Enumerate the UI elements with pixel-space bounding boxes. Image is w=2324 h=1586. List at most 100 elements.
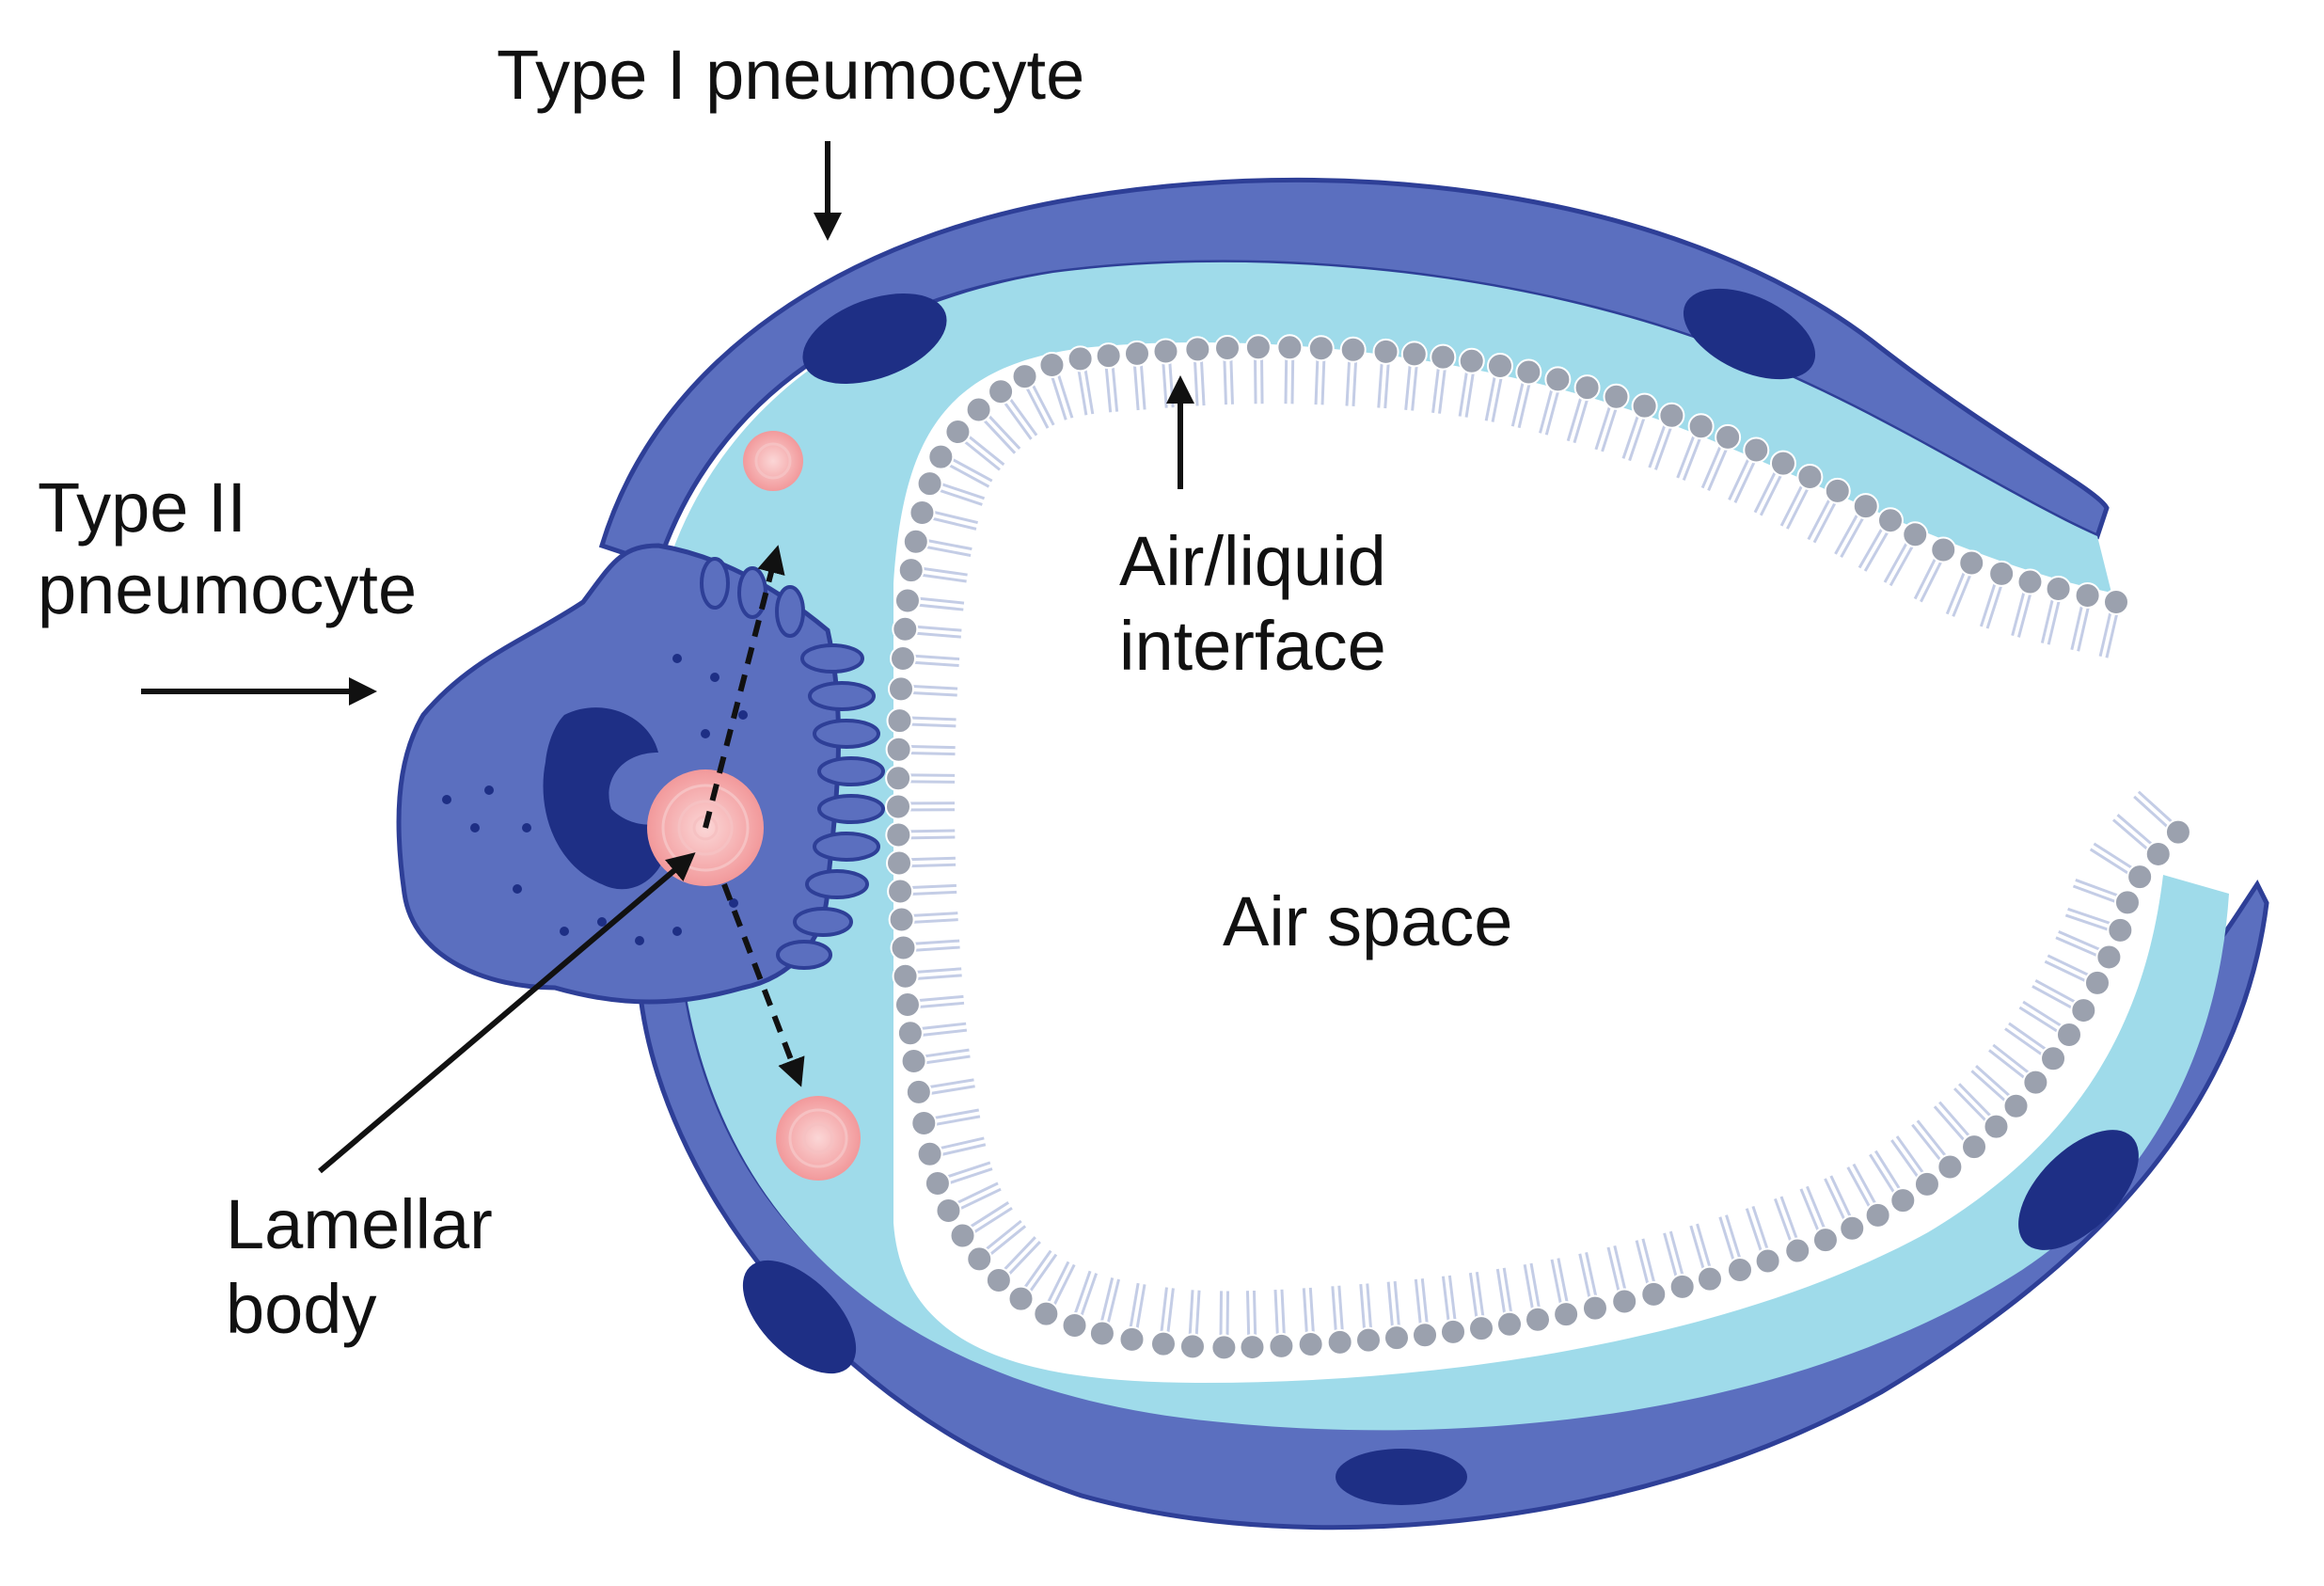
surfactant-head xyxy=(886,849,913,877)
surfactant-head xyxy=(2164,818,2191,846)
surfactant-head xyxy=(909,499,936,526)
surfactant-head xyxy=(2070,997,2097,1024)
surfactant-head xyxy=(1372,338,1399,365)
lining-fluid xyxy=(662,262,2229,1431)
surfactant-head xyxy=(924,1170,951,1197)
surfactant-head xyxy=(2144,840,2172,867)
surfactant-head xyxy=(1149,1330,1177,1357)
surfactant-head xyxy=(985,1267,1012,1294)
surfactant-head xyxy=(1178,1333,1206,1360)
surfactant-head xyxy=(1958,549,1985,577)
surfactant-head xyxy=(1611,1288,1638,1315)
surfactant-head xyxy=(1902,521,1929,548)
surfactant-head xyxy=(1687,413,1715,440)
surfactant-head xyxy=(927,443,955,470)
surfactant-head xyxy=(1877,507,1904,534)
surfactant-head xyxy=(885,736,912,763)
surfactant-head xyxy=(1696,1265,1723,1293)
secretion-arrow-up xyxy=(703,545,785,829)
surfactant-head xyxy=(1486,353,1513,380)
surfactant-head xyxy=(1852,493,1879,520)
surfactant-head xyxy=(1937,1153,1964,1181)
type1-nucleus-bottom-center xyxy=(1336,1449,1467,1505)
surfactant-head xyxy=(896,1020,924,1047)
type1-nucleus-bottom-right xyxy=(2018,1130,2139,1250)
type2-granules xyxy=(442,654,748,945)
surfactant-head xyxy=(2056,1022,2082,1048)
surfactant-head xyxy=(1123,340,1150,367)
surfactant-head xyxy=(1400,341,1428,368)
surfactant-head xyxy=(900,1048,927,1075)
surfactant-head xyxy=(1603,383,1630,410)
surfactant-head xyxy=(1743,436,1770,464)
surfactant-head xyxy=(988,378,1015,405)
surfactant-head xyxy=(897,557,925,584)
surfactant-head xyxy=(1297,1331,1324,1358)
surfactant-head xyxy=(2107,916,2134,944)
surfactant-head xyxy=(1307,335,1335,362)
surfactant-head xyxy=(1983,1113,2010,1140)
surfactant-head xyxy=(2016,568,2044,595)
surfactant-head xyxy=(1573,374,1601,402)
surfactant-head xyxy=(1961,1134,1988,1161)
surfactant-head xyxy=(1581,1294,1608,1322)
surfactant-head xyxy=(966,1245,993,1273)
surfactant-head xyxy=(1754,1247,1781,1275)
surfactant-head xyxy=(1988,560,2016,587)
surfactant-head xyxy=(1011,363,1038,390)
surfactant-head xyxy=(1769,450,1796,477)
surfactant-head xyxy=(965,396,992,423)
surfactant-head xyxy=(893,587,921,614)
surfactant-head xyxy=(1088,1320,1115,1347)
surfactant-head xyxy=(910,1109,938,1136)
surfactant-head xyxy=(2040,1045,2067,1072)
surfactant-head xyxy=(890,934,917,961)
surfactant-head xyxy=(1839,1214,1866,1242)
surfactant-head xyxy=(1412,1322,1438,1349)
surfactant-head xyxy=(949,1222,976,1249)
surfactant-head xyxy=(888,906,915,933)
surfactant-head xyxy=(1038,352,1066,379)
surfactant-head xyxy=(916,470,943,498)
surfactant-head xyxy=(1210,1334,1238,1361)
surfactant-head xyxy=(1727,1257,1753,1283)
type2-pneumocyte-label-line2: pneumocyte xyxy=(38,550,418,628)
surfactant-head xyxy=(1061,1312,1088,1340)
lamellar-body-label-line1: Lamellar xyxy=(226,1185,493,1263)
surfactant-head xyxy=(1184,336,1211,363)
surfactant-head xyxy=(1118,1325,1146,1353)
surfactant-head xyxy=(1515,358,1542,386)
surfactant-head xyxy=(1007,1285,1035,1312)
lamellar-pointer-arrow xyxy=(318,852,696,1174)
surfactant-head xyxy=(1796,464,1824,491)
surfactant-head xyxy=(905,1078,932,1105)
type1-nucleus-top-left xyxy=(802,293,947,385)
surfactant-head xyxy=(1668,1273,1696,1300)
surfactant-head xyxy=(1811,1227,1839,1254)
lamellar-body-secreted-top xyxy=(743,431,803,491)
surfactant-head xyxy=(2095,944,2123,971)
surfactant-head xyxy=(892,615,919,642)
surfactant-head xyxy=(1152,338,1179,365)
surfactant-head xyxy=(1383,1324,1410,1352)
surfactant-head xyxy=(1268,1332,1295,1359)
surfactant-head xyxy=(1355,1326,1382,1354)
interface-label-line1: Air/liquid xyxy=(1119,522,1386,600)
surfactant-head xyxy=(892,962,919,990)
secretion-arrow-down xyxy=(721,882,805,1087)
surfactant-head xyxy=(1784,1237,1811,1264)
surfactant-head xyxy=(886,707,913,735)
interface-label-line2: interface xyxy=(1119,607,1386,685)
surfactant-head xyxy=(2022,1069,2049,1096)
surfactant-head xyxy=(1496,1310,1523,1338)
surfactant-head xyxy=(888,675,915,703)
surfactant-head xyxy=(1864,1201,1891,1229)
surfactant-head xyxy=(1430,343,1457,371)
surfactant-monolayer xyxy=(885,334,2191,1361)
type2-microvilli xyxy=(700,557,885,970)
surfactant-head xyxy=(890,645,916,672)
surfactant-head xyxy=(1214,335,1241,361)
surfactant-head xyxy=(885,793,912,820)
surfactant-head xyxy=(2113,889,2141,916)
